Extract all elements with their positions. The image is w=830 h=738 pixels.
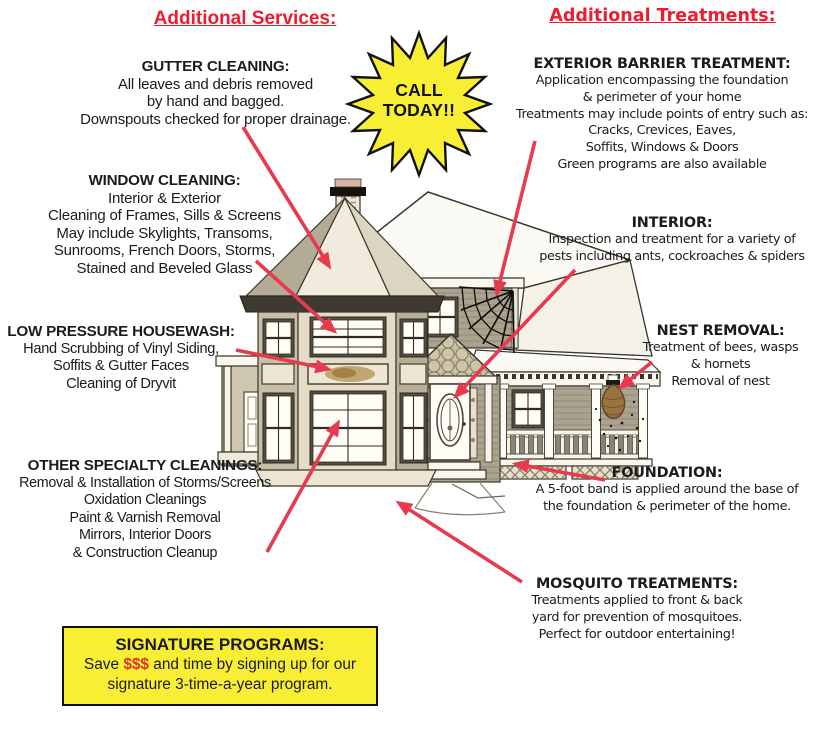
service-window-cleaning: WINDOW CLEANING: Interior & Exterior Cle… [47, 172, 282, 277]
front-door [429, 383, 471, 461]
main-roof [350, 191, 653, 357]
porch-columns [495, 383, 650, 459]
heading-additional-treatments: Additional Treatments: [549, 6, 776, 26]
signature-title: SIGNATURE PROGRAMS: [115, 635, 325, 654]
arrow-specialty-cleanings [265, 419, 341, 553]
spandrel-panels [261, 363, 427, 385]
signature-line2: signature 3-time-a-year program. [107, 676, 333, 693]
porch-window [511, 389, 545, 429]
dollar-signs: $$$ [123, 656, 149, 673]
treatment-interior: INTERIOR: Inspection and treatment for a… [539, 215, 805, 264]
service-gutter-cleaning: GUTTER CLEANING: All leaves and debris r… [80, 58, 351, 128]
heading-additional-services: Additional Services: [153, 8, 337, 29]
signature-programs-box: SIGNATURE PROGRAMS: Save $$$ and time by… [62, 626, 378, 706]
arrow-low-pressure [235, 348, 333, 374]
tower-upper-windows [262, 316, 428, 358]
arrow-interior [453, 268, 577, 400]
arrow-window-cleaning [254, 259, 338, 334]
call-today-badge: CALL TODAY!! [382, 80, 456, 120]
tower [239, 196, 445, 487]
service-low-pressure-housewash: LOW PRESSURE HOUSEWASH: Hand Scrubbing o… [7, 323, 235, 392]
arrow-mosquito [395, 500, 523, 584]
treatment-nest-removal: NEST REMOVAL: Treatment of bees, wasps &… [642, 323, 799, 389]
treatment-mosquito: MOSQUITO TREATMENTS: Treatments applied … [531, 576, 743, 642]
wasp-nest-icon [594, 374, 645, 452]
service-other-specialty-cleanings: OTHER SPECIALTY CLEANINGS: Removal & Ins… [19, 457, 271, 561]
treatment-foundation: FOUNDATION: A 5-foot band is applied aro… [535, 465, 799, 514]
starburst-icon [344, 29, 494, 179]
treatment-exterior-barrier: EXTERIOR BARRIER TREATMENT: Application … [515, 56, 809, 172]
signature-line1: Save $$$ and time by signing up for our [83, 656, 357, 673]
foundation-leader-line [451, 483, 506, 499]
arrow-foundation [511, 459, 606, 482]
tower-lower-windows [262, 390, 428, 466]
callout-arrows [235, 126, 654, 584]
insect-dots [594, 400, 645, 452]
arrow-exterior-barrier [493, 140, 537, 298]
arrow-nest-removal [617, 360, 654, 390]
arrow-gutter-cleaning [241, 126, 332, 270]
